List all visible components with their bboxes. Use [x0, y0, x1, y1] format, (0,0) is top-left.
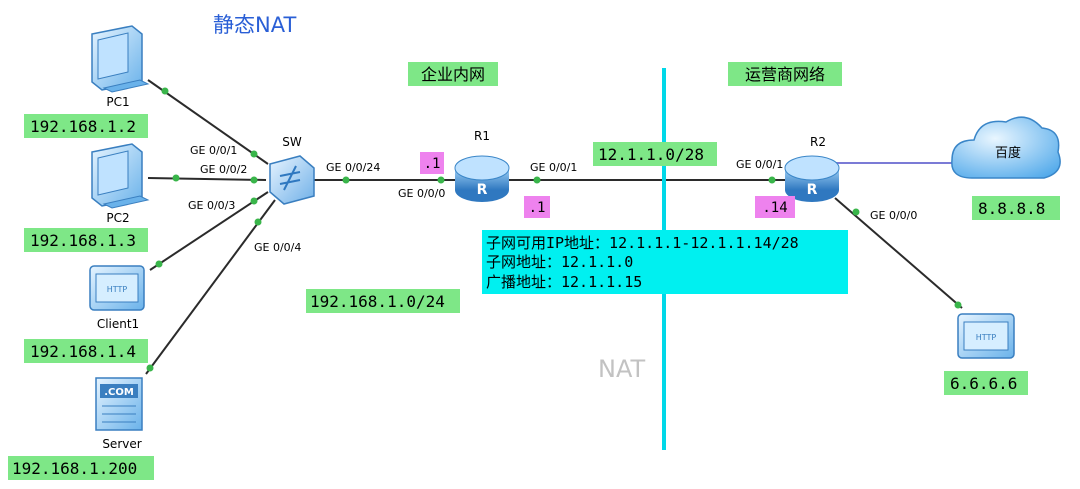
pc2-name: PC2	[106, 211, 129, 225]
pc1-name: PC1	[106, 95, 129, 109]
link-r2-web	[834, 197, 963, 309]
client1-name: Client1	[97, 317, 139, 331]
pc2-ip-bg	[24, 228, 148, 252]
wan-subnet-bg	[593, 142, 717, 166]
link-pc1-sw	[147, 79, 269, 165]
zone-label-bg-isp	[728, 62, 842, 86]
link-dot	[250, 150, 258, 158]
link-dot	[437, 176, 445, 184]
server-ip-bg	[8, 456, 154, 480]
lan-subnet: 192.168.1.0/24	[310, 292, 445, 311]
link-dot	[161, 87, 169, 95]
client1-ip-bg	[24, 339, 148, 363]
subnet-info-line2: 子网地址：12.1.1.0	[486, 253, 633, 271]
cloud-icon[interactable]	[951, 116, 1061, 179]
pc2-icon[interactable]	[91, 143, 150, 209]
r1-name: R1	[474, 129, 490, 143]
link-dot	[254, 218, 262, 226]
r2-in-host-bg	[755, 196, 795, 218]
baidu-name: 百度	[995, 145, 1021, 161]
link-dot	[155, 260, 163, 268]
port-sw-p24: GE 0/0/24	[326, 161, 380, 174]
server-com-badge: .COM	[104, 387, 134, 398]
switch-icon[interactable]	[269, 155, 315, 205]
sw-name: SW	[282, 135, 302, 149]
web-http-badge: HTTP	[976, 333, 997, 342]
link-pc2-sw	[147, 177, 267, 181]
client1-http-badge: HTTP	[107, 285, 128, 294]
server-name: Server	[102, 437, 141, 451]
link-dot	[146, 364, 154, 372]
port-sw-p4: GE 0/0/4	[254, 241, 301, 254]
link-dot	[852, 208, 860, 216]
subnet-info-line3: 广播地址：12.1.1.15	[486, 273, 642, 291]
baidu-ip-bg	[972, 196, 1060, 220]
router-r1-glyph: R	[477, 182, 488, 198]
wan-subnet: 12.1.1.0/28	[598, 145, 704, 164]
r2-in-host: .14	[762, 200, 787, 216]
diagram-title: 静态NAT	[213, 13, 296, 37]
subnet-info-line1: 子网可用IP地址：12.1.1.1-12.1.1.14/28	[486, 234, 799, 252]
router-r2-icon[interactable]: R	[784, 155, 840, 202]
web-server-icon[interactable]: HTTP	[957, 313, 1015, 359]
links	[145, 79, 963, 375]
pc1-ip-bg	[24, 114, 148, 138]
link-dot	[250, 197, 258, 205]
pc2-ip: 192.168.1.3	[30, 231, 136, 250]
subnet-info-box	[482, 230, 848, 294]
r1-in-host-bg	[420, 152, 444, 174]
r1-out-host: .1	[529, 200, 546, 216]
zone-label-bg-enterprise	[408, 62, 498, 86]
lan-subnet-bg	[306, 289, 460, 313]
server-icon[interactable]: .COM	[95, 377, 143, 431]
zone-label-enterprise: 企业内网	[421, 65, 485, 84]
baidu-ip: 8.8.8.8	[978, 199, 1045, 218]
web-ip: 6.6.6.6	[950, 374, 1017, 393]
r1-out-host-bg	[524, 196, 550, 218]
port-sw-p2: GE 0/0/2	[200, 163, 247, 176]
link-server-sw	[145, 199, 276, 375]
link-dot	[768, 176, 776, 184]
client1-ip: 192.168.1.4	[30, 342, 136, 361]
client1-icon[interactable]: HTTP	[89, 265, 145, 311]
r1-in-host: .1	[424, 156, 441, 172]
router-r1-icon[interactable]: R	[454, 155, 510, 202]
link-dot	[342, 176, 350, 184]
nat-label: NAT	[598, 355, 646, 383]
port-sw-p1: GE 0/0/1	[190, 144, 237, 157]
port-sw-p3: GE 0/0/3	[188, 199, 235, 212]
port-r1-out: GE 0/0/1	[530, 161, 577, 174]
link-dot	[172, 174, 180, 182]
link-dots	[146, 87, 962, 372]
r2-name: R2	[810, 135, 826, 149]
pc1-ip: 192.168.1.2	[30, 117, 136, 136]
zone-label-isp: 运营商网络	[745, 65, 825, 84]
link-dot	[250, 176, 258, 184]
router-r2-glyph: R	[807, 182, 818, 198]
port-r2-out: GE 0/0/0	[870, 209, 917, 222]
link-client1-sw	[149, 191, 269, 271]
server-ip: 192.168.1.200	[12, 459, 137, 478]
web-ip-bg	[944, 371, 1028, 395]
port-r2-in: GE 0/0/1	[736, 158, 783, 171]
port-r1-in: GE 0/0/0	[398, 187, 445, 200]
pc1-icon[interactable]	[91, 25, 150, 93]
link-dot	[533, 176, 541, 184]
link-dot	[954, 301, 962, 309]
